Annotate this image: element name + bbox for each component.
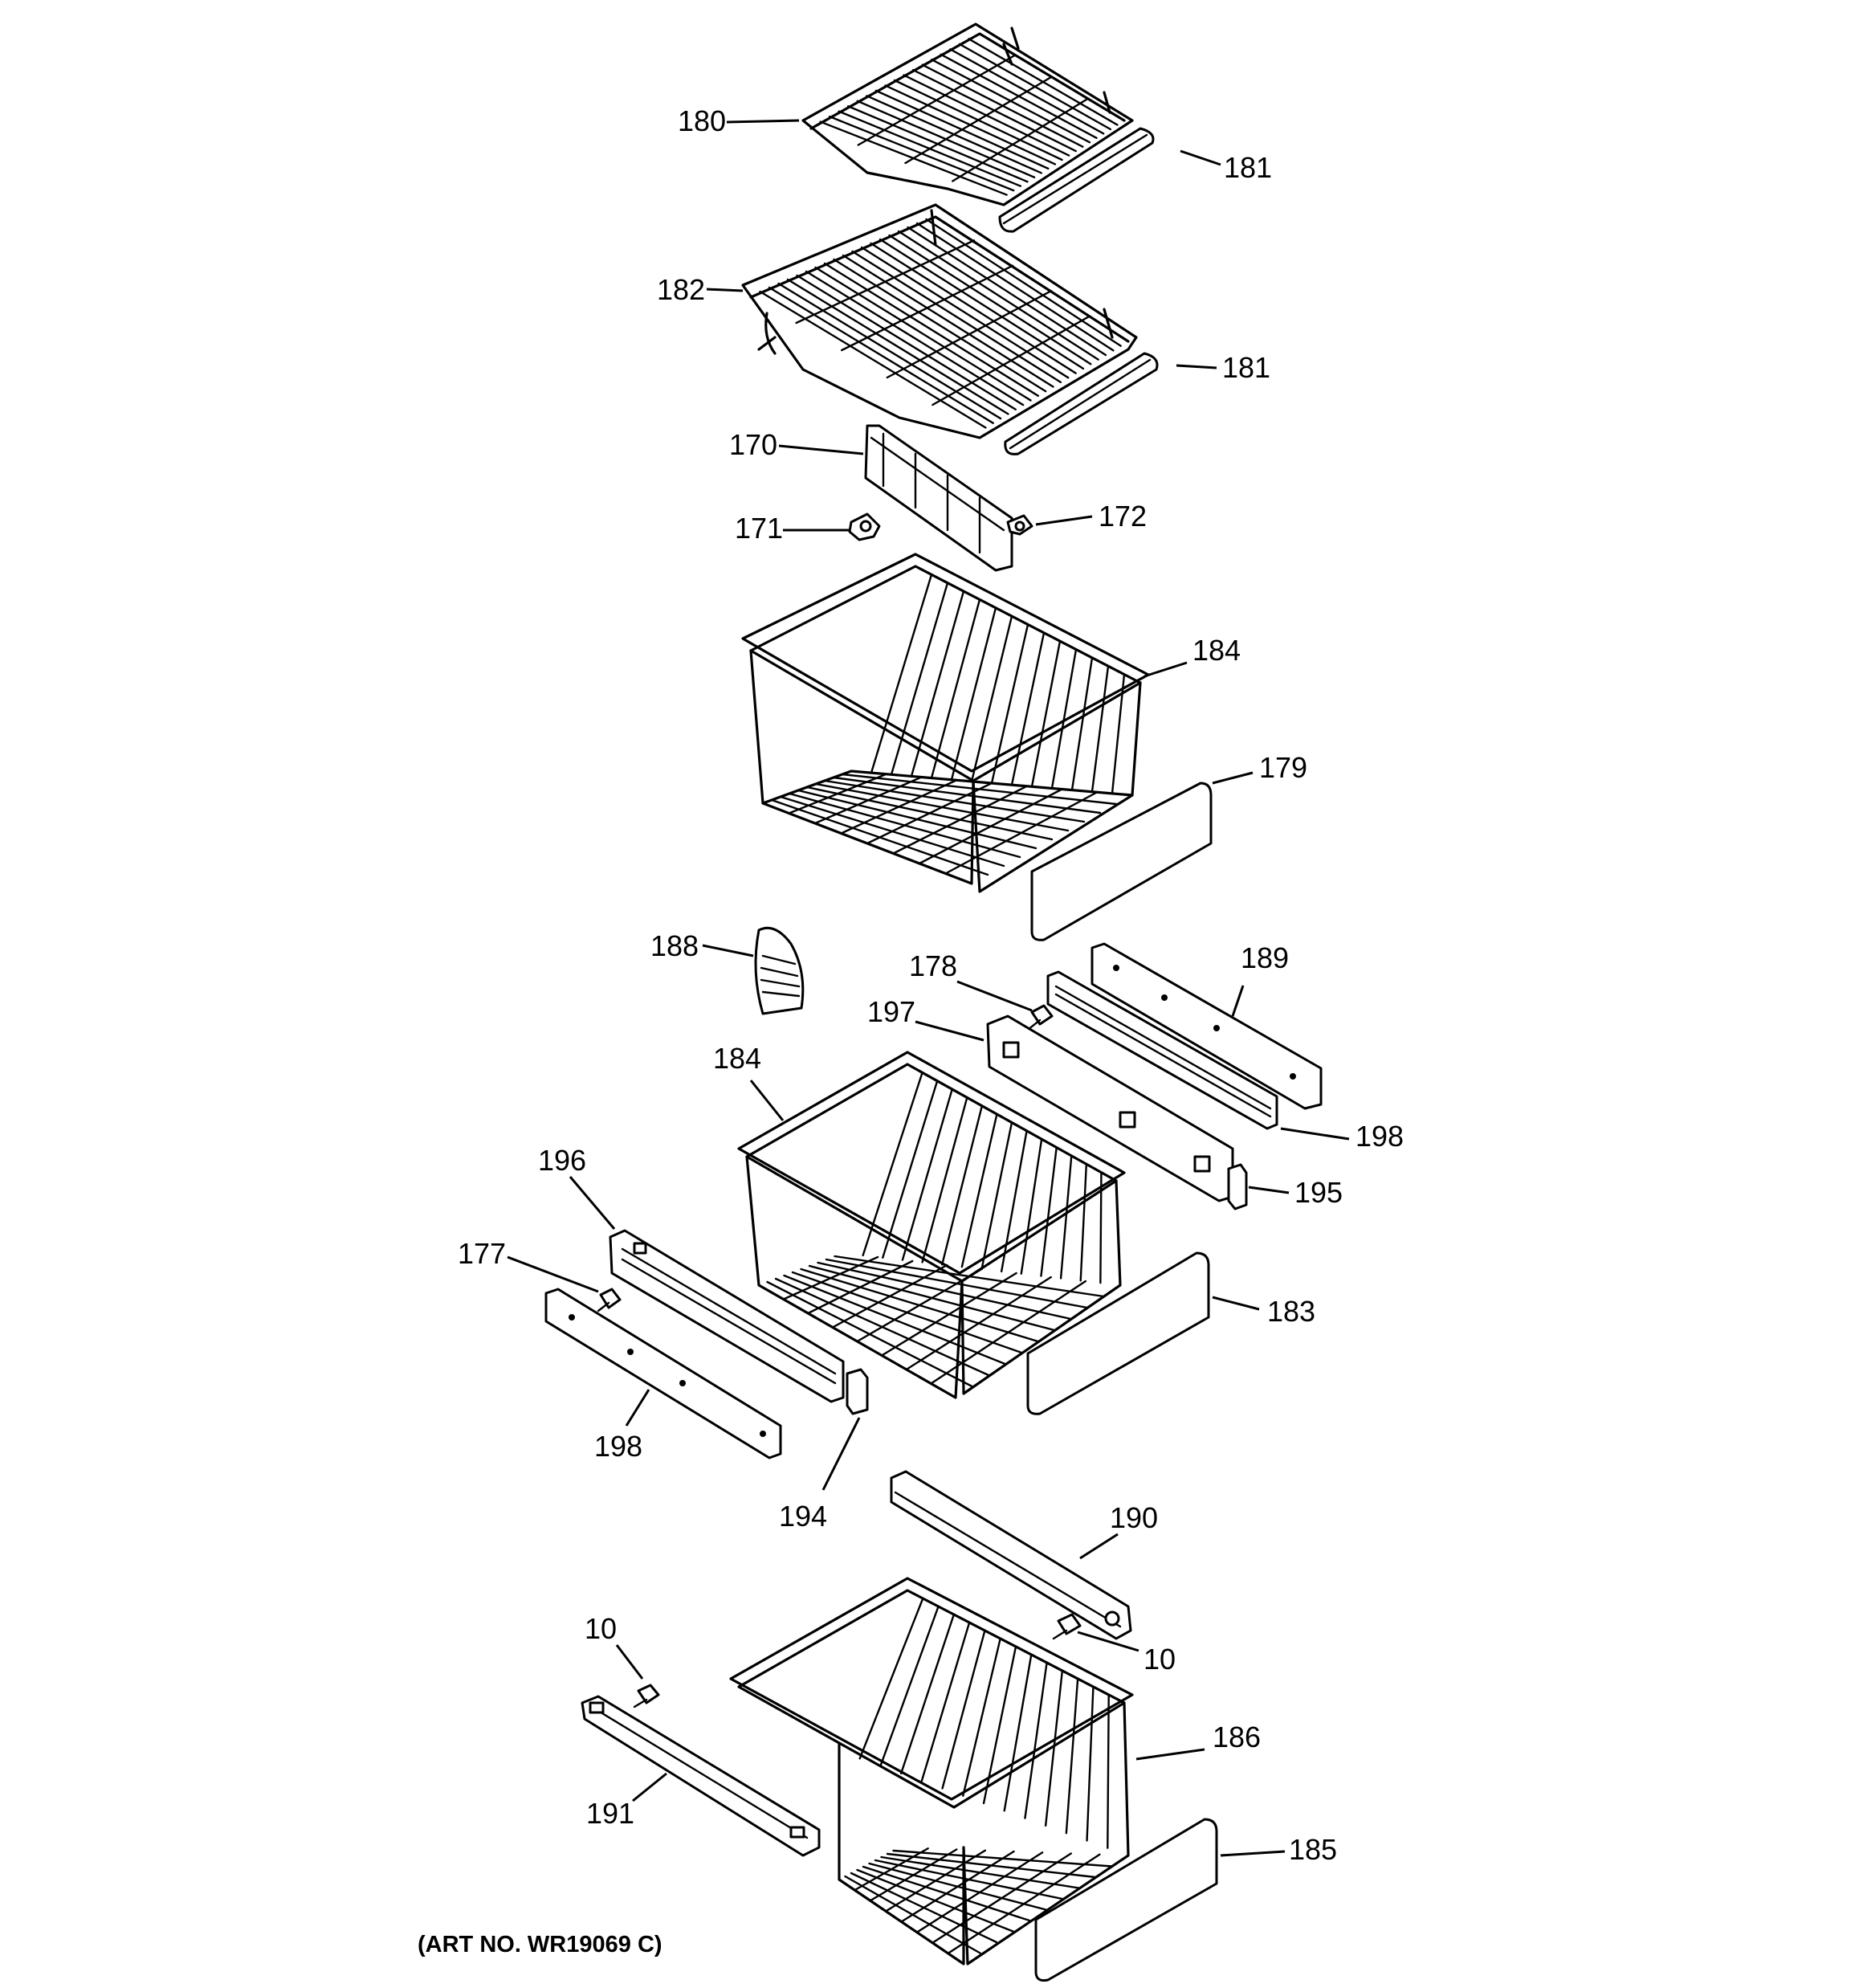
leader-183 — [1212, 1296, 1260, 1311]
leader-198b — [625, 1389, 650, 1427]
callout-186: 186 — [1213, 1721, 1261, 1753]
wire-basket-184-upper — [741, 553, 1150, 893]
callout-178: 178 — [909, 949, 957, 982]
callout-198-left: 198 — [594, 1430, 642, 1463]
leader-196 — [569, 1176, 616, 1230]
leader-lines — [507, 119, 1350, 1857]
callout-197: 197 — [867, 995, 915, 1028]
callout-171: 171 — [735, 512, 783, 545]
cover-189 — [1090, 942, 1323, 1110]
leader-177 — [507, 1255, 599, 1293]
callout-198-right: 198 — [1355, 1120, 1404, 1153]
callout-188: 188 — [650, 929, 699, 962]
leader-181b — [1176, 364, 1217, 369]
wire-basket-184-middle — [737, 1051, 1126, 1399]
slide-rail-198-right — [1046, 970, 1278, 1130]
leader-197 — [915, 1020, 984, 1042]
callout-172: 172 — [1099, 500, 1147, 533]
leader-182 — [706, 288, 744, 292]
leader-190 — [1079, 1533, 1119, 1560]
callout-183: 183 — [1267, 1295, 1315, 1328]
callout-labels: 180 181 182 181 170 171 172 184 179 188 … — [458, 104, 1404, 1866]
leader-170 — [778, 444, 864, 455]
callout-195: 195 — [1294, 1176, 1343, 1209]
leader-180 — [726, 119, 800, 124]
leader-186 — [1135, 1748, 1205, 1761]
leader-172 — [1035, 515, 1093, 526]
shelf-trim-181-upper — [998, 127, 1155, 233]
leader-181a — [1180, 149, 1221, 166]
callout-189: 189 — [1241, 941, 1289, 974]
leader-194 — [821, 1417, 861, 1491]
wire-shelf-182 — [741, 203, 1138, 439]
screw-10-right — [1052, 1613, 1082, 1640]
callout-191: 191 — [586, 1797, 634, 1830]
screw-10-left — [633, 1684, 660, 1708]
leader-191 — [632, 1772, 667, 1802]
callout-181-lower: 181 — [1222, 351, 1270, 384]
basket-front-183 — [1026, 1251, 1210, 1415]
callout-181-upper: 181 — [1224, 151, 1272, 184]
wire-shelf-180 — [801, 22, 1134, 206]
leader-10a — [615, 1644, 644, 1680]
slide-rail-198-left — [544, 1288, 782, 1459]
leader-184b — [749, 1080, 785, 1121]
callout-179: 179 — [1259, 751, 1307, 784]
leader-10b — [1077, 1631, 1139, 1652]
divider-170 — [864, 424, 1013, 572]
wire-basket-186 — [729, 1577, 1134, 1966]
basket-front-179 — [1030, 782, 1213, 941]
leader-185 — [1220, 1850, 1286, 1857]
slide-rail-196 — [609, 1229, 845, 1403]
callout-185: 185 — [1289, 1833, 1337, 1866]
callout-182: 182 — [657, 273, 705, 306]
leader-188 — [702, 944, 754, 957]
leader-189 — [1231, 985, 1245, 1017]
callout-170: 170 — [729, 428, 777, 461]
leader-195 — [1248, 1186, 1290, 1194]
leader-179 — [1212, 771, 1254, 785]
callout-184-middle: 184 — [713, 1042, 761, 1075]
shelf-trim-181-lower — [1004, 352, 1159, 455]
callout-194: 194 — [779, 1500, 827, 1533]
front-rail-191 — [581, 1695, 821, 1857]
callout-10-right: 10 — [1143, 1643, 1176, 1676]
callout-10-left: 10 — [585, 1612, 617, 1645]
leader-184a — [1143, 661, 1188, 678]
callout-190: 190 — [1110, 1501, 1158, 1534]
screw-177 — [597, 1288, 622, 1312]
deflector-188 — [754, 926, 805, 1015]
clip-171 — [848, 512, 881, 541]
callout-196: 196 — [538, 1144, 586, 1177]
rail-190 — [890, 1470, 1132, 1640]
art-number: (ART NO. WR19069 C) — [418, 1932, 662, 1957]
leader-198a — [1280, 1127, 1350, 1141]
callout-180: 180 — [678, 104, 726, 137]
clip-194 — [846, 1368, 869, 1415]
leader-178 — [956, 980, 1033, 1012]
clip-195 — [1227, 1163, 1248, 1210]
callout-177: 177 — [458, 1237, 506, 1270]
basket-front-185 — [1034, 1818, 1218, 1982]
clip-172 — [1006, 514, 1033, 536]
callout-184-upper: 184 — [1192, 634, 1241, 667]
